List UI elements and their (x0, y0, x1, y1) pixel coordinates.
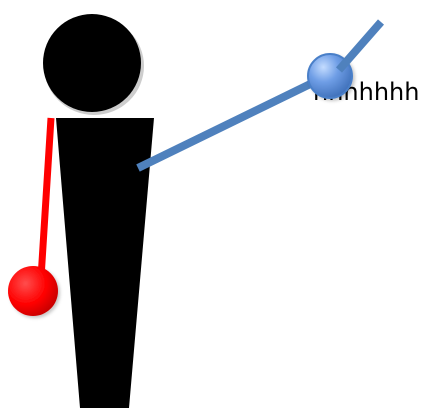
head (43, 14, 141, 112)
left-arm-knob (8, 266, 58, 316)
right-arm-group (138, 22, 381, 168)
head-group (43, 14, 144, 115)
left-arm-group (8, 118, 58, 316)
body (56, 118, 154, 408)
left-arm-line (41, 118, 51, 278)
right-arm-upper-line (339, 22, 381, 70)
